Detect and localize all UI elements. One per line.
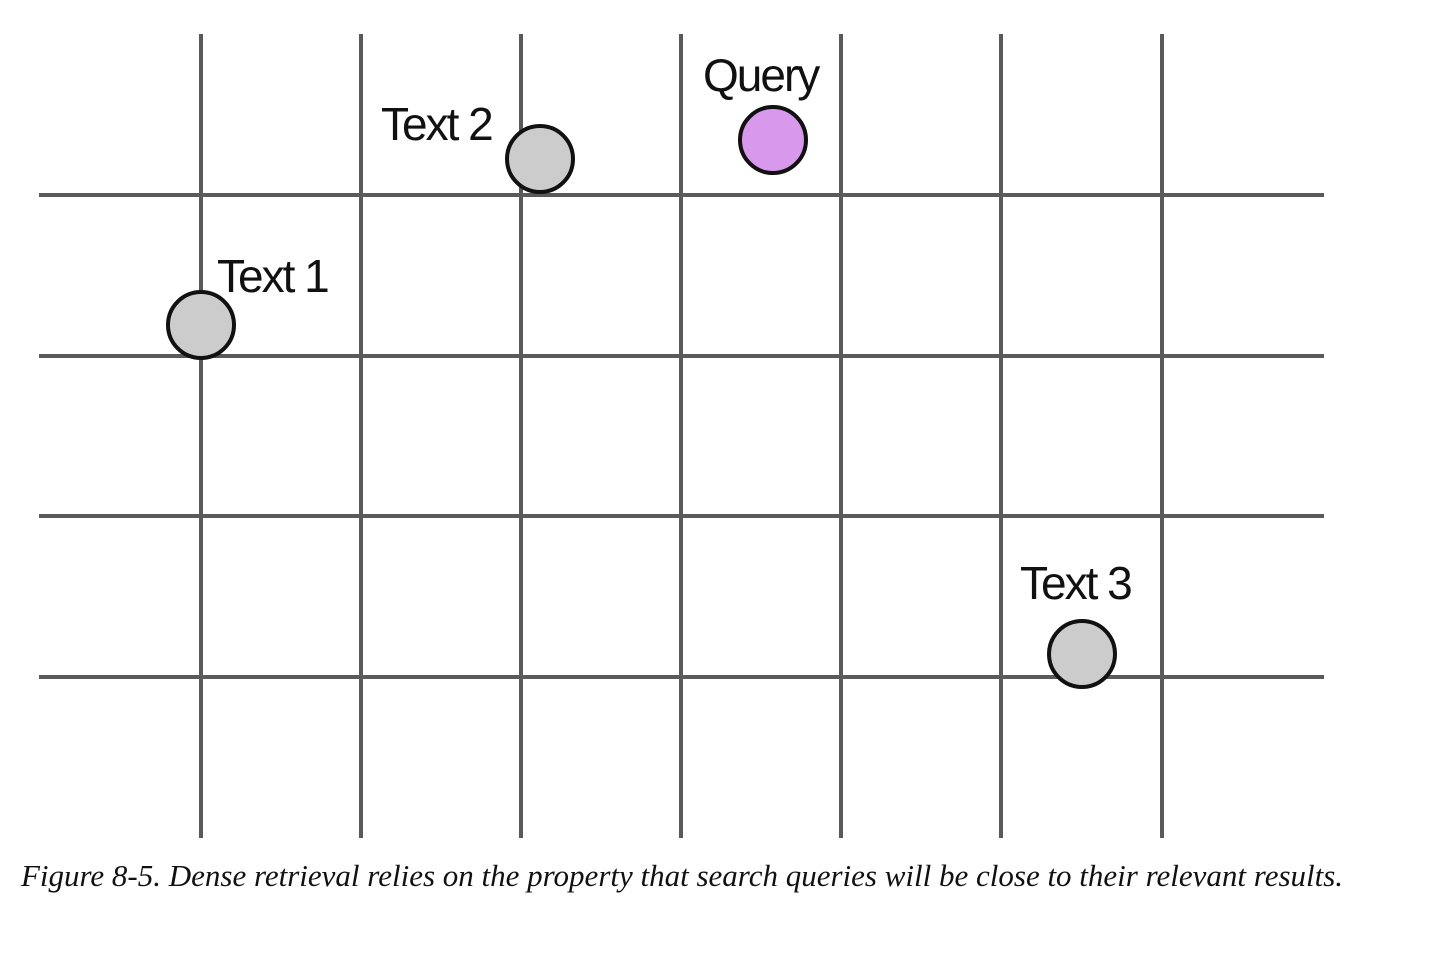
text-1-marker: [166, 290, 236, 360]
text-3-marker: [1047, 619, 1117, 689]
text-1-label: Text 1: [217, 250, 328, 302]
point-query: Query: [703, 49, 822, 175]
query-marker: [738, 105, 808, 175]
text-2-marker: [505, 124, 575, 194]
point-text-1: Text 1: [166, 250, 330, 360]
point-text-3: Text 3: [1020, 557, 1133, 689]
text-2-label: Text 2: [381, 98, 492, 150]
embedding-grid-diagram: Text 1 Text 2 Query Text 3: [39, 34, 1324, 838]
query-label: Query: [703, 49, 820, 101]
figure-caption: Figure 8-5. Dense retrieval relies on th…: [20, 858, 1344, 893]
text-3-label: Text 3: [1020, 557, 1131, 609]
grid: [39, 34, 1324, 838]
point-text-2: Text 2: [381, 98, 575, 194]
